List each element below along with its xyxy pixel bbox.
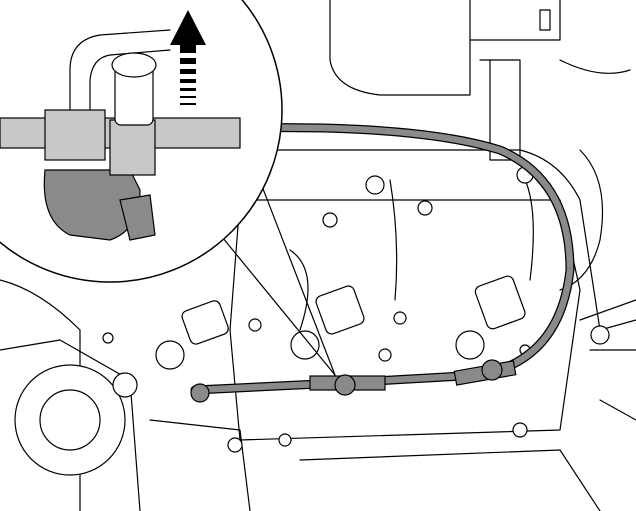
injector-connector-1 — [155, 300, 229, 370]
large-pulley — [14, 364, 138, 476]
injector-connector-2 — [290, 285, 365, 360]
bolts — [102, 166, 610, 453]
detail-magnifier-circle — [0, 0, 283, 283]
up-arrow-icon — [170, 10, 206, 105]
injector-connector-3 — [455, 275, 526, 360]
vent-hose — [190, 123, 575, 403]
